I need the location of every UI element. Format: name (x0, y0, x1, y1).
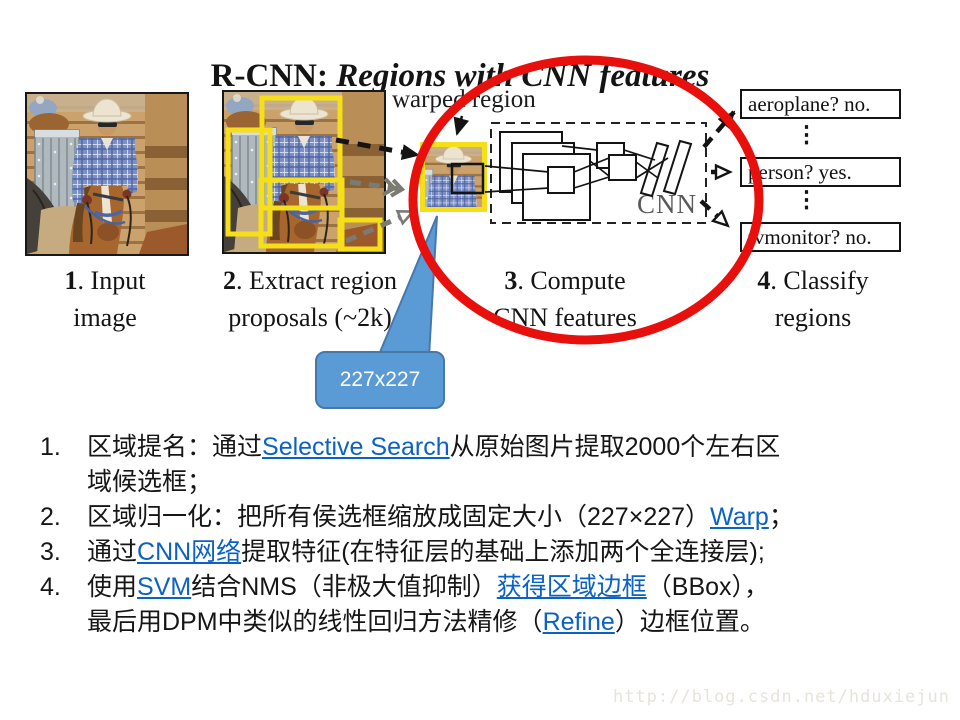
title-prefix: R-CNN: (210, 58, 337, 95)
note-text: 通过 (87, 538, 138, 566)
note-text: ）边框位置。 (614, 608, 765, 636)
input-image (25, 92, 189, 256)
note-text: （BBox）， (646, 573, 770, 601)
step-caption-input: 1. Input image (64, 266, 146, 332)
step-caption-compute: 3. Compute CNN features (493, 266, 637, 332)
cnn-label: CNN (637, 189, 698, 219)
note-number: 2. (40, 503, 61, 531)
note-text: 从原始图片提取2000个左右区 (449, 433, 781, 461)
classifier-box-person: person? yes. (740, 157, 901, 187)
note-text: 区域提名：通过 (87, 433, 263, 461)
note-text: 最后用DPM中类似的线性回归方法精修（ (87, 608, 543, 636)
warped-label-arrow (453, 115, 469, 136)
notes-list: 1. 区域提名：通过Selective Search从原始图片提取2000个左右区… (40, 430, 900, 640)
note-body: 使用SVM结合NMS（非极大值抑制）获得区域边框（BBox）， 最后用DPM中类似… (87, 570, 769, 640)
note-link[interactable]: Warp (710, 503, 769, 531)
note-link[interactable]: 获得区域边框 (496, 573, 647, 601)
note-body: 区域提名：通过Selective Search从原始图片提取2000个左右区域候… (87, 430, 780, 500)
classifier-box-tvmonitor: tvmonitor? no. (740, 222, 901, 252)
warped-region-photo (425, 147, 482, 207)
region-proposals-image (222, 90, 386, 254)
note-text: 提取特征(在特征层的基础上添加两个全连接层); (241, 538, 765, 566)
step-caption-classify: 4. Classify regions (757, 266, 869, 332)
note-link[interactable]: Refine (542, 608, 615, 636)
note-text: ； (768, 503, 794, 531)
note-text: 域候选框； (87, 468, 213, 496)
note-number: 4. (40, 573, 61, 601)
cnn-connections (484, 145, 669, 193)
step-caption-proposals: 2. Extract region proposals (~2k) (223, 266, 397, 332)
note-item: 1. 区域提名：通过Selective Search从原始图片提取2000个左右区… (40, 430, 900, 500)
note-text: 区域归一化：把所有侯选框缩放成固定大小（227×227） (87, 503, 711, 531)
note-text: 结合NMS（非极大值抑制） (191, 573, 497, 601)
note-item: 4. 使用SVM结合NMS（非极大值抑制）获得区域边框（BBox）， 最后用DPM中… (40, 570, 900, 640)
note-body: 区域归一化：把所有侯选框缩放成固定大小（227×227）Warp； (87, 500, 794, 535)
vertical-ellipsis: ⋮ (795, 186, 818, 212)
callout-227x227: 227x227 (315, 351, 445, 409)
note-body: 通过CNN网络提取特征(在特征层的基础上添加两个全连接层); (87, 535, 765, 570)
note-item: 2. 区域归一化：把所有侯选框缩放成固定大小（227×227）Warp； (40, 500, 900, 535)
note-text: 使用 (87, 573, 138, 601)
region-proposals-photo (224, 92, 384, 252)
vertical-ellipsis: ⋮ (795, 121, 818, 147)
note-item: 3. 通过CNN网络提取特征(在特征层的基础上添加两个全连接层); (40, 535, 900, 570)
cnn-to-classifier-arrows (699, 110, 736, 228)
classifier-box-aeroplane: aeroplane? no. (740, 89, 901, 119)
watermark: http://blog.csdn.net/hduxiejun (612, 687, 950, 707)
warped-region-image (420, 142, 487, 212)
note-number: 1. (40, 433, 61, 461)
note-link[interactable]: Selective Search (262, 433, 450, 461)
note-link[interactable]: CNN网络 (137, 538, 242, 566)
warped-region-label: warped region (392, 86, 536, 113)
input-image-photo (27, 94, 187, 254)
note-number: 3. (40, 538, 61, 566)
note-link[interactable]: SVM (137, 573, 192, 601)
